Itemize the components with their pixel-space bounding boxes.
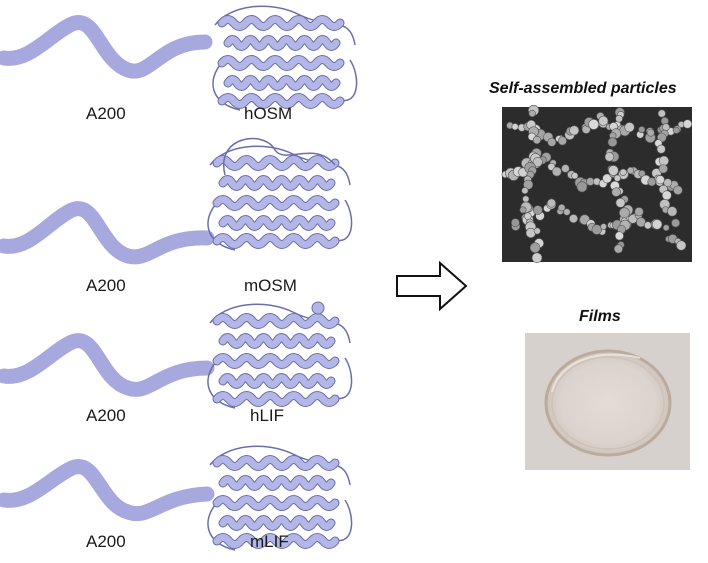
polymer-chain [0,459,215,521]
sem-image [501,104,693,264]
polymer-chain [0,333,215,397]
polymer-label: A200 [86,532,126,551]
protein-label: mLIF [250,532,289,551]
particles-title: Self-assembled particles [489,80,677,97]
polymer-label: A200 [86,104,126,123]
polymer-chain [0,15,213,79]
films-title: Films [579,308,621,325]
protein-ribbon-icon [207,137,353,251]
right-arrow-icon [396,260,468,312]
construct-row-mlif [0,445,353,551]
protein-label: hLIF [250,406,285,425]
construct-row-hlif [0,301,353,409]
construct-row-hosm [0,5,358,111]
protein-ribbon-icon [207,301,353,409]
polymer-chain [0,201,215,265]
polymer-label: A200 [86,276,126,295]
construct-row-mosm [0,137,353,265]
protein-ribbon-icon [212,5,358,111]
protein-label: hOSM [244,104,293,123]
film-photo [525,333,690,470]
polymer-label: A200 [86,406,126,425]
protein-label: mOSM [244,276,297,295]
protein-ribbon-icon [207,445,353,551]
